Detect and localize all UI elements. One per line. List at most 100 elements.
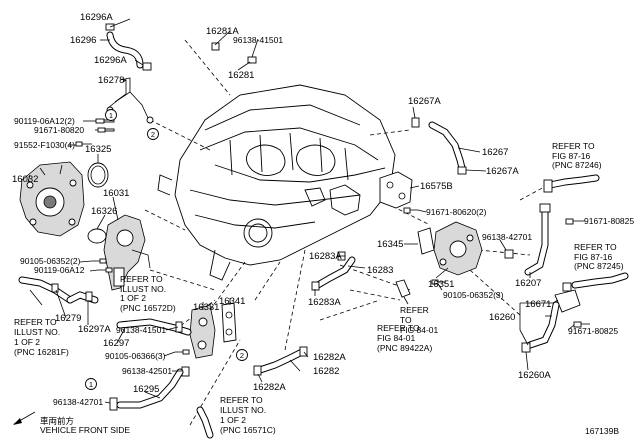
label-16297A: 16297A	[78, 324, 111, 335]
bolts-90105-06352-3	[431, 279, 446, 285]
svg-text:1: 1	[109, 111, 113, 120]
label-96138-41501-top: 96138-41501	[233, 35, 283, 45]
label-16282A-a: 16282A	[313, 352, 346, 363]
svg-text:TO: TO	[400, 315, 412, 325]
label-16032: 16032	[12, 174, 38, 185]
hose-16297	[116, 318, 192, 336]
svg-text:REFER: REFER	[400, 305, 429, 315]
svg-text:FIG 84-01: FIG 84-01	[377, 333, 416, 343]
dashed-leaders	[144, 39, 549, 426]
label-16267: 16267	[482, 147, 508, 158]
label-16296: 16296	[70, 35, 96, 46]
svg-text:ILLUST NO.: ILLUST NO.	[220, 405, 266, 415]
svg-text:REFER TO: REFER TO	[120, 274, 163, 284]
note-center-refer-top: REFER TO ILLUST NO. 1 OF 2 (PNC 16572D)	[120, 274, 176, 313]
svg-text:1 OF 2: 1 OF 2	[120, 293, 146, 303]
svg-text:1 OF 2: 1 OF 2	[14, 337, 40, 347]
label-16207: 16207	[515, 278, 541, 289]
svg-text:FIG 87-16: FIG 87-16	[552, 151, 591, 161]
label-90119-06A12-2: 90119-06A12(2)	[14, 116, 75, 126]
label-90119-06A12: 90119-06A12	[34, 265, 85, 275]
note-fig87-b: REFER TO FIG 87-16 (PNC 87245)	[574, 242, 624, 271]
svg-text:ILLUST NO.: ILLUST NO.	[14, 327, 60, 337]
gasket-16341	[221, 302, 237, 343]
outlet-16331	[189, 304, 216, 359]
gasket-16345	[417, 227, 435, 255]
label-16297: 16297	[103, 338, 129, 349]
label-16283A-a: 16283A	[309, 251, 342, 262]
svg-text:2: 2	[240, 351, 244, 360]
svg-text:(PNC 87246): (PNC 87246)	[552, 160, 602, 170]
note-fig84-a: REFER TO FIG 84-01	[400, 305, 439, 335]
bolt-91671-80825-lower	[573, 321, 590, 328]
svg-text:(PNC 16572D): (PNC 16572D)	[120, 303, 176, 313]
bolts-left-upper	[95, 118, 115, 133]
label-91671-80825-b: 91671-80825	[568, 326, 618, 336]
label-91671-80820-a: 91671-80820	[34, 125, 84, 135]
label-96138-42501: 96138-42501	[122, 366, 172, 376]
label-16283A-b: 16283A	[308, 297, 341, 308]
svg-text:REFER TO: REFER TO	[574, 242, 617, 252]
label-90105-06352-3: 90105-06352(3)	[443, 290, 504, 300]
svg-text:1: 1	[89, 380, 93, 389]
circle-callout-1a: 1	[105, 109, 117, 121]
bolts-left-mid	[92, 258, 113, 273]
hose-16279	[18, 276, 99, 304]
svg-text:REFER TO: REFER TO	[14, 317, 57, 327]
note-left-refer: REFER TO ILLUST NO. 1 OF 2 (PNC 16281F)	[14, 317, 69, 357]
label-16295: 16295	[133, 384, 159, 395]
bracket-16575B	[379, 171, 413, 209]
svg-text:1 OF 2: 1 OF 2	[220, 415, 246, 425]
note-fig84-b: REFER TO FIG 84-01 (PNC 89422A)	[377, 323, 432, 353]
label-96138-41501-mid: 96138-41501	[116, 325, 166, 335]
svg-text:2: 2	[151, 130, 155, 139]
hose-fig87-upper	[543, 174, 600, 193]
circle-callout-2a: 2	[147, 128, 159, 140]
label-16326: 16326	[91, 206, 117, 217]
gasket-16326	[87, 228, 107, 244]
note-center-refer-bottom: REFER TO ILLUST NO. 1 OF 2 (PNC 16571C)	[220, 395, 276, 435]
hose-16267	[411, 117, 467, 175]
label-16296A-top: 16296A	[80, 12, 113, 23]
label-91671-80825-a: 91671-80825	[584, 216, 634, 226]
label-16260: 16260	[489, 312, 515, 323]
label-90105-06366-3: 90105-06366(3)	[105, 351, 166, 361]
hose-16282	[253, 346, 308, 376]
svg-text:REFER TO: REFER TO	[552, 141, 595, 151]
label-16267A-right: 16267A	[486, 166, 519, 177]
label-96138-42701-left: 96138-42701	[53, 397, 103, 407]
label-16278: 16278	[98, 75, 124, 86]
part-number-labels: 16296A 16296 16296A 16278 16281A 96138-4…	[12, 12, 634, 407]
note-fig87-a: REFER TO FIG 87-16 (PNC 87246)	[552, 141, 602, 170]
bolt-91671-80825-upper	[565, 218, 582, 225]
vehicle-front-arrow	[13, 411, 36, 425]
clamp-96138-42701-right	[504, 249, 514, 259]
label-16351: 16351	[428, 279, 454, 290]
label-16267A-top: 16267A	[408, 96, 441, 107]
svg-text:ILLUST NO.: ILLUST NO.	[120, 284, 166, 294]
label-16260A: 16260A	[518, 370, 551, 381]
bolts-90105-06366	[175, 349, 190, 355]
svg-text:(PNC 87245): (PNC 87245)	[574, 261, 624, 271]
connector-fig84	[395, 279, 411, 305]
svg-text:FIG 87-16: FIG 87-16	[574, 252, 613, 262]
hose-16283	[311, 251, 356, 291]
circle-callout-2b: 2	[236, 349, 248, 361]
clip-16296A-mid	[142, 62, 152, 71]
label-16671: 16671	[525, 299, 551, 310]
svg-text:REFER TO: REFER TO	[220, 395, 263, 405]
hose-16260	[521, 301, 560, 353]
engine-block	[157, 84, 396, 281]
svg-text:FIG 84-01: FIG 84-01	[400, 325, 439, 335]
label-16281: 16281	[228, 70, 254, 81]
label-16331: 16331	[193, 302, 219, 313]
label-16282: 16282	[313, 366, 339, 377]
label-16345: 16345	[377, 239, 403, 250]
diagram-id: 167139B	[585, 426, 619, 436]
label-16325: 16325	[85, 144, 111, 155]
label-91671-80620-2: 91671-80620(2)	[426, 207, 487, 217]
label-91552-F1030-4: 91552-F1030(4)	[14, 140, 75, 150]
label-90105-06352-2: 90105-06352(2)	[20, 256, 81, 266]
